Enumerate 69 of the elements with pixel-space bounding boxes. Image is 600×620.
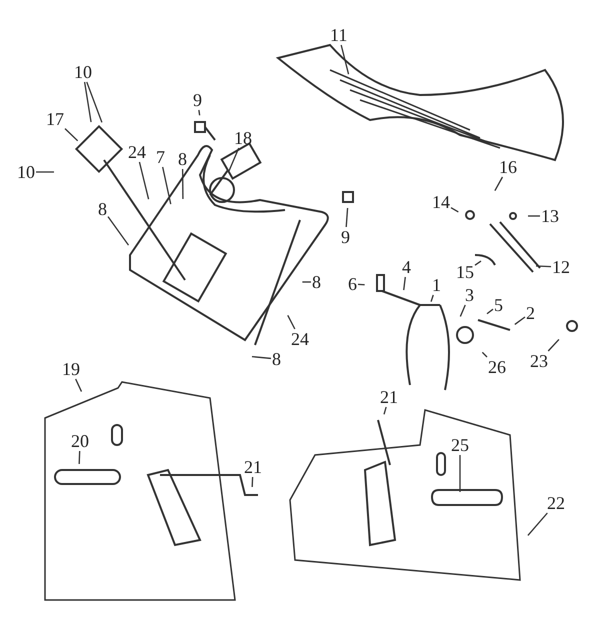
- leader-line: [162, 166, 172, 204]
- leader-line: [460, 304, 466, 317]
- leader-line: [182, 169, 184, 199]
- leader-line: [548, 338, 560, 352]
- leader-line: [486, 308, 494, 314]
- callout-number: 4: [402, 258, 411, 276]
- callout-number: 20: [71, 432, 89, 450]
- leader-line: [527, 512, 548, 536]
- leader-line: [107, 216, 130, 246]
- leader-line: [78, 450, 80, 464]
- leader-line: [346, 208, 348, 228]
- leader-line: [228, 148, 240, 173]
- callout-number: 15: [456, 263, 474, 281]
- callout-number: 3: [465, 286, 474, 304]
- callout-number: 17: [46, 110, 64, 128]
- leader-line: [302, 281, 311, 283]
- leader-line: [450, 207, 459, 212]
- callout-number: 6: [348, 275, 357, 293]
- leader-line: [536, 265, 552, 268]
- leader-line: [528, 215, 540, 217]
- callout-number: 14: [432, 193, 450, 211]
- side-stand-drawing: [489, 221, 541, 273]
- footrest-pad-drawing: [431, 489, 503, 506]
- callout-number: 10: [17, 163, 35, 181]
- leader-line: [252, 476, 254, 488]
- leader-line: [138, 162, 150, 200]
- callout-number: 25: [451, 436, 469, 454]
- callout-number: 7: [156, 148, 165, 166]
- callout-number: 13: [541, 207, 559, 225]
- callout-number: 24: [128, 143, 146, 161]
- leader-line: [514, 316, 526, 325]
- callout-number: 26: [488, 358, 506, 376]
- leader-line: [252, 356, 272, 360]
- callout-number: 16: [499, 158, 517, 176]
- callout-number: 2: [526, 304, 535, 322]
- callout-number: 18: [234, 129, 252, 147]
- leader-line: [84, 82, 92, 122]
- callout-number: 22: [547, 494, 565, 512]
- leader-line: [494, 176, 504, 192]
- leader-line: [383, 406, 387, 415]
- callout-number: 8: [312, 273, 321, 291]
- callout-number: 11: [330, 26, 348, 44]
- leader-line: [340, 44, 350, 74]
- callout-number: 8: [272, 350, 281, 368]
- callout-number: 8: [98, 200, 107, 218]
- callout-number: 19: [62, 360, 80, 378]
- callout-number: 10: [74, 63, 92, 81]
- callout-number: 9: [193, 91, 202, 109]
- callout-number: 24: [291, 330, 309, 348]
- leader-line: [474, 260, 482, 266]
- leader-line: [403, 276, 406, 290]
- callout-number: 9: [341, 228, 350, 246]
- callout-number: 21: [244, 458, 262, 476]
- callout-number: 12: [552, 258, 570, 276]
- callout-number: 8: [178, 150, 187, 168]
- callout-number: 1: [432, 276, 441, 294]
- leader-line: [36, 171, 54, 173]
- callout-number: 21: [380, 388, 398, 406]
- leader-line: [86, 82, 102, 123]
- leader-line: [198, 110, 200, 116]
- callout-number: 23: [530, 352, 548, 370]
- leader-line: [64, 128, 78, 142]
- leader-line: [459, 455, 461, 492]
- leader-line: [287, 315, 296, 330]
- leader-line: [358, 284, 365, 286]
- callout-number: 5: [494, 296, 503, 314]
- leader-line: [482, 352, 488, 358]
- leader-line: [430, 294, 434, 302]
- leader-line: [75, 378, 82, 392]
